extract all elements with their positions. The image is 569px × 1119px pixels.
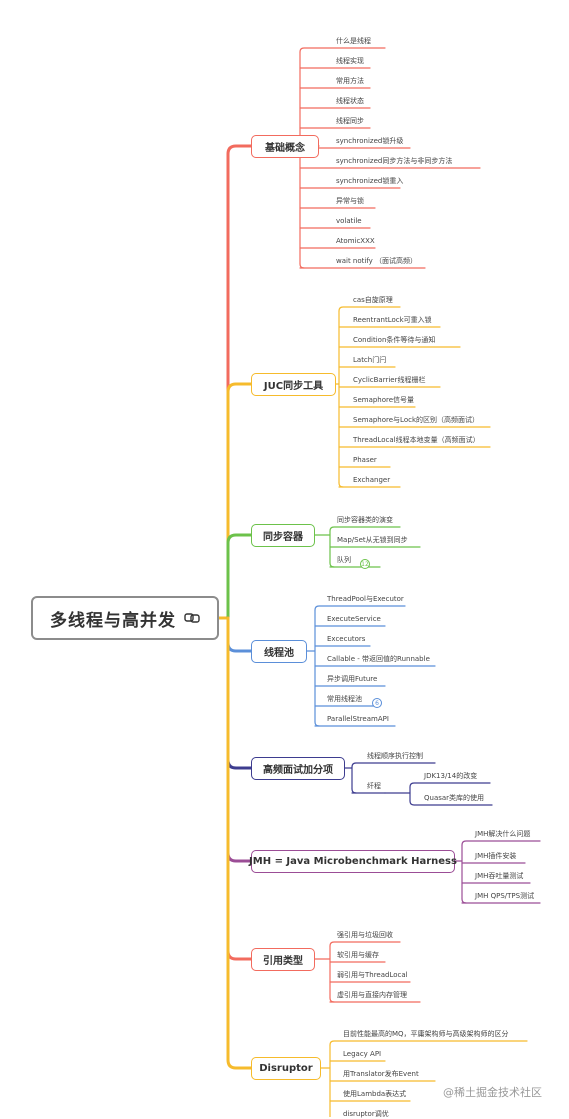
category-node[interactable]: 引用类型 (251, 948, 315, 971)
connector-line (314, 721, 320, 727)
leaf-node[interactable]: synchronized锁重入 (336, 177, 404, 185)
leaf-node[interactable]: 线程同步 (336, 117, 364, 125)
leaf-node[interactable]: Excecutors (327, 635, 366, 643)
connector-line (409, 782, 491, 788)
leaf-node[interactable]: ReentrantLock可重入锁 (353, 316, 432, 324)
leaf-node[interactable]: 常用线程池 (327, 695, 362, 703)
leaf-node[interactable]: 软引用与缓存 (337, 951, 379, 959)
connector-line (314, 605, 406, 611)
leaf-node[interactable]: Condition条件等待与通知 (353, 336, 436, 344)
leaf-node[interactable]: CyclicBarrier线程栅栏 (353, 376, 426, 384)
leaf-node[interactable]: JMH插件安装 (475, 852, 517, 860)
leaf-node[interactable]: 纤程 (367, 782, 381, 790)
leaf-node[interactable]: 队列 (337, 556, 351, 564)
connector-line (226, 616, 253, 1070)
leaf-node[interactable]: Semaphore与Lock的区别（高频面试） (353, 416, 480, 424)
leaf-node[interactable]: JDK13/14的改变 (424, 772, 478, 780)
leaf-node[interactable]: 什么是线程 (336, 37, 371, 45)
leaf-node[interactable]: cas自旋原理 (353, 296, 393, 304)
connector-line (226, 616, 253, 863)
root-node[interactable]: 多线程与高并发 (31, 596, 219, 640)
leaf-node[interactable]: 目前性能最高的MQ，平庸架构师与高级架构师的区分 (343, 1030, 509, 1038)
leaf-node[interactable]: 线程顺序执行控制 (367, 752, 423, 760)
collapsed-count-badge[interactable]: 12 (360, 559, 370, 569)
connector-line (329, 526, 401, 532)
category-node[interactable]: Disruptor (251, 1057, 321, 1080)
leaf-node[interactable]: Exchanger (353, 476, 391, 484)
root-title: 多线程与高并发 (50, 610, 176, 631)
connector-line (338, 482, 344, 488)
connector-line (461, 840, 541, 846)
connector-line (226, 616, 253, 653)
leaf-node[interactable]: 线程实现 (336, 57, 364, 65)
category-node[interactable]: 同步容器 (251, 524, 315, 547)
leaf-node[interactable]: Semaphore信号量 (353, 396, 415, 404)
leaf-node[interactable]: wait notify （面试高频） (336, 257, 418, 265)
connector-line (338, 306, 401, 312)
leaf-node[interactable]: Phaser (353, 456, 377, 464)
category-node[interactable]: 基础概念 (251, 135, 319, 158)
connector-line (226, 616, 253, 961)
leaf-node[interactable]: volatile (336, 217, 362, 225)
connector-line (329, 562, 335, 568)
connector-line (351, 788, 357, 794)
leaf-node[interactable]: 强引用与垃圾回收 (337, 931, 393, 939)
connector-line (461, 898, 467, 904)
leaf-node[interactable]: ThreadLocal线程本地变量（高频面试） (353, 436, 480, 444)
leaf-node[interactable]: 同步容器类的演变 (337, 516, 393, 524)
leaf-node[interactable]: 用Translator发布Event (343, 1070, 419, 1078)
connector-line (226, 616, 253, 770)
connector-line (329, 941, 401, 947)
leaf-node[interactable]: 常用方法 (336, 77, 364, 85)
link-icon[interactable] (184, 609, 200, 628)
category-node[interactable]: 线程池 (251, 640, 307, 663)
leaf-node[interactable]: AtomicXXX (336, 237, 375, 245)
connector-line (329, 1040, 528, 1046)
leaf-node[interactable]: 虚引用与直接内存管理 (337, 991, 407, 999)
leaf-node[interactable]: synchronized同步方法与非同步方法 (336, 157, 453, 165)
category-node[interactable]: JMH = Java Microbenchmark Harness (249, 850, 457, 873)
leaf-node[interactable]: 使用Lambda表达式 (343, 1090, 407, 1098)
leaf-node[interactable]: JMH吞吐量测试 (475, 872, 524, 880)
connector-line (226, 144, 253, 620)
leaf-node[interactable]: JMH QPS/TPS测试 (475, 892, 535, 900)
leaf-node[interactable]: Latch门闩 (353, 356, 387, 364)
connector-line (299, 263, 305, 269)
leaf-node[interactable]: disruptor调优 (343, 1110, 389, 1118)
leaf-node[interactable]: 弱引用与ThreadLocal (337, 971, 408, 979)
category-node[interactable]: JUC同步工具 (251, 373, 336, 396)
connector-line (351, 762, 436, 768)
leaf-node[interactable]: ParallelStreamAPI (327, 715, 389, 723)
connector-line (226, 533, 253, 620)
leaf-node[interactable]: 线程状态 (336, 97, 364, 105)
leaf-node[interactable]: Quasar类库的使用 (424, 794, 485, 802)
leaf-node[interactable]: 异常与锁 (336, 197, 364, 205)
leaf-node[interactable]: JMH解决什么问题 (475, 830, 531, 838)
collapsed-count-badge[interactable]: 6 (372, 698, 382, 708)
category-node[interactable]: 高频面试加分项 (251, 757, 345, 780)
connector-line (329, 997, 335, 1003)
connector-line (299, 47, 386, 53)
leaf-node[interactable]: ExecuteService (327, 615, 381, 623)
leaf-node[interactable]: Map/Set从无锁到同步 (337, 536, 408, 544)
connector-line (409, 800, 493, 806)
leaf-node[interactable]: synchronized锁升级 (336, 137, 404, 145)
leaf-node[interactable]: Callable - 带返回值的Runnable (327, 655, 430, 663)
leaf-node[interactable]: ThreadPool与Executor (327, 595, 404, 603)
leaf-node[interactable]: Legacy API (343, 1050, 382, 1058)
watermark: @稀土掘金技术社区 (443, 1086, 542, 1099)
connector-line (226, 382, 253, 620)
leaf-node[interactable]: 异步调用Future (327, 675, 378, 683)
